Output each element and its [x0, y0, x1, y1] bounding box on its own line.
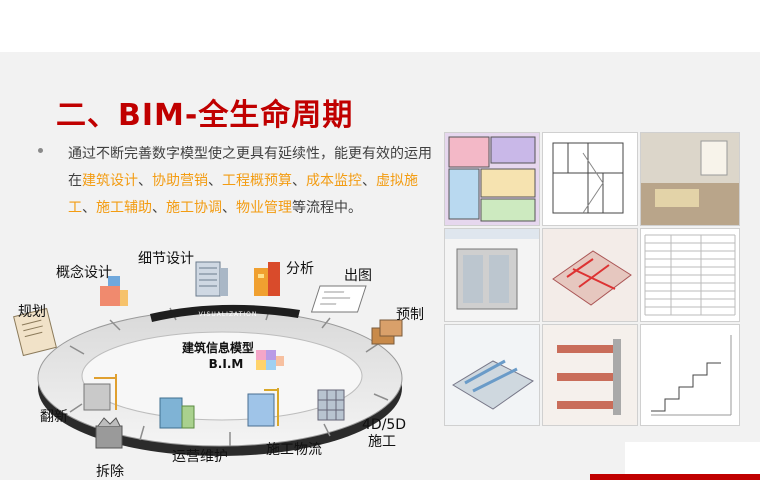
structure-section-image: [557, 339, 621, 415]
separator: 、: [208, 173, 222, 189]
analysis-building-icon: [254, 262, 280, 296]
thumb-structure-section: [542, 324, 638, 426]
prefab-component-icon: [371, 319, 403, 345]
bullet-dot: [38, 148, 43, 153]
concept-design-icon: [100, 276, 128, 306]
bim-lifecycle-diagram: VISUALIZATION 建筑信息模型 B.I.M: [13, 251, 424, 480]
cad-plan-image: [552, 142, 624, 214]
label-analysis: 分析: [286, 261, 314, 277]
label-demolition: 拆除: [96, 464, 124, 480]
floor-plan-image: [448, 136, 536, 222]
highlight-cost-control: 成本监控: [306, 173, 362, 189]
thumb-quantity-table: [640, 228, 740, 322]
thumb-revit-window: [444, 228, 540, 322]
construction-4d5d-icon: [317, 389, 345, 421]
label-planning: 规划: [18, 304, 46, 320]
bottom-accent-strip: [590, 474, 760, 480]
drawings-sheet-icon: [310, 285, 367, 313]
bim-image-grid: [444, 132, 740, 444]
highlight-marketing: 协助营销: [152, 173, 208, 189]
label-concept-design: 概念设计: [56, 264, 112, 281]
separator: 、: [222, 200, 236, 216]
visualization-band: [150, 304, 300, 322]
highlight-property-management: 物业管理: [236, 200, 292, 216]
highlight-architectural-design: 建筑设计: [82, 173, 138, 189]
operations-building-icon: [159, 397, 195, 429]
thumb-floor-plan: [444, 132, 540, 226]
interior-render-image: [641, 133, 739, 225]
slide-title: 二、BIM-全生命周期: [56, 98, 354, 133]
revit-window-image: [445, 229, 539, 310]
highlight-construction-assist: 施工辅助: [96, 200, 152, 216]
separator: 、: [152, 200, 166, 216]
label-construction: 施工: [368, 434, 396, 450]
thumb-3d-floor-model: [542, 228, 638, 322]
ring-text: VISUALIZATION: [199, 311, 258, 318]
label-4d5d: 4D/5D: [362, 417, 406, 433]
separator: 、: [292, 173, 306, 189]
thumb-interior-render: [640, 132, 740, 226]
thumb-stair-drawing: [640, 324, 740, 426]
label-renovation: 翻新: [40, 409, 68, 425]
thumb-mep-model: [444, 324, 540, 426]
quantity-table-image: [644, 234, 736, 316]
stair-drawing-image: [651, 335, 732, 416]
highlight-virtual-construction: 虚拟施工: [68, 173, 418, 216]
separator: 、: [362, 173, 376, 189]
3d-floor-model-image: [552, 250, 632, 306]
label-prefab: 预制: [396, 307, 424, 323]
renovation-crane-icon: [83, 374, 117, 411]
slide-paragraph: 通过不断完善数字模型使之更具有延续性，能更有效的运用在建筑设计、协助营销、工程概…: [68, 141, 438, 222]
demolition-debris-icon: [95, 417, 123, 449]
construction-logistics-icon: [247, 388, 279, 427]
thumb-cad-plan: [542, 132, 638, 226]
top-band: [0, 0, 760, 52]
paragraph-text: 等流程中。: [292, 200, 362, 216]
label-drawings: 出图: [344, 268, 372, 284]
ring-hole: [81, 331, 363, 421]
planning-document-icon: [13, 307, 57, 357]
corner-block: [625, 442, 760, 474]
detail-design-building-icon: [195, 261, 228, 297]
highlight-construction-coordination: 施工协调: [166, 200, 222, 216]
label-operations: 运营维护: [172, 449, 228, 465]
paragraph-text: 通过不断完善数字模型使之更具有延续性，能更有效的运用在: [68, 146, 432, 189]
center-bim-cube-icon: [256, 350, 284, 370]
label-detail-design: 细节设计: [138, 251, 194, 267]
separator: 、: [82, 200, 96, 216]
highlight-budget-estimate: 工程概预算: [222, 173, 292, 189]
label-construction-logistics: 施工物流: [266, 442, 322, 458]
separator: 、: [138, 173, 152, 189]
center-title: 建筑信息模型: [181, 340, 254, 355]
center-subtitle: B.I.M: [209, 357, 244, 371]
ring-segment-ticks: [69, 307, 389, 446]
mep-model-image: [452, 359, 534, 410]
